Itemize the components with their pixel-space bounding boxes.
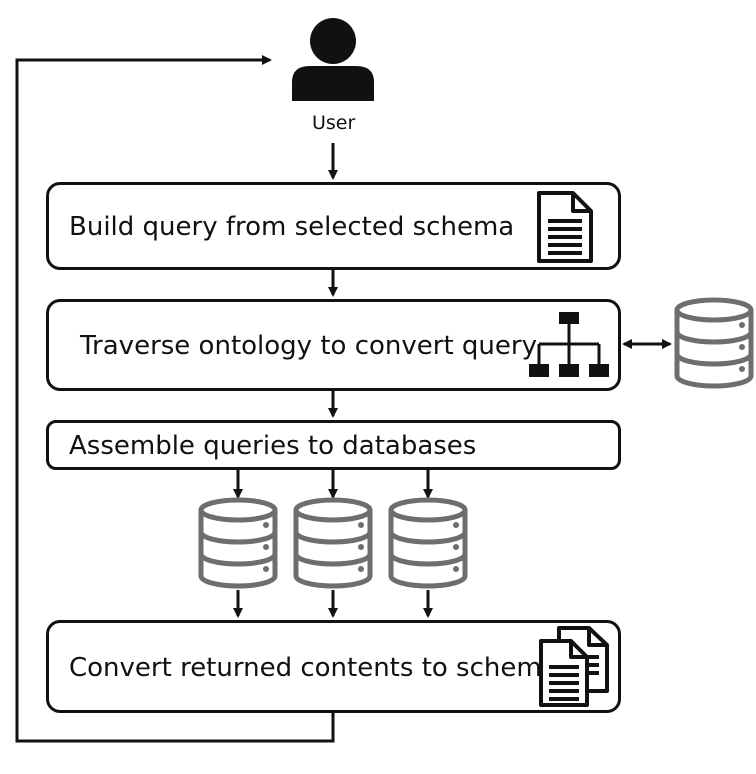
ontology-database-icon [674,297,754,389]
database-icon-1 [198,497,278,589]
hierarchy-icon [529,312,609,377]
feedback-loop-arrow [15,55,335,743]
documents-icon [539,626,609,707]
database-icon-3 [388,497,468,589]
step-assemble-queries: Assemble queries to databases [46,420,621,470]
step-convert-contents-label: Convert returned contents to schema [69,653,558,683]
step-build-query: Build query from selected schema [46,182,621,270]
step-build-query-label: Build query from selected schema [69,212,515,242]
step-convert-contents: Convert returned contents to schema [46,620,621,713]
document-icon [537,191,593,263]
step-traverse-ontology: Traverse ontology to convert query [46,299,621,391]
step-assemble-queries-label: Assemble queries to databases [69,431,477,461]
database-icon-2 [293,497,373,589]
user-icon [292,18,374,101]
user-label: User [312,112,356,134]
step-traverse-ontology-label: Traverse ontology to convert query [80,331,537,361]
